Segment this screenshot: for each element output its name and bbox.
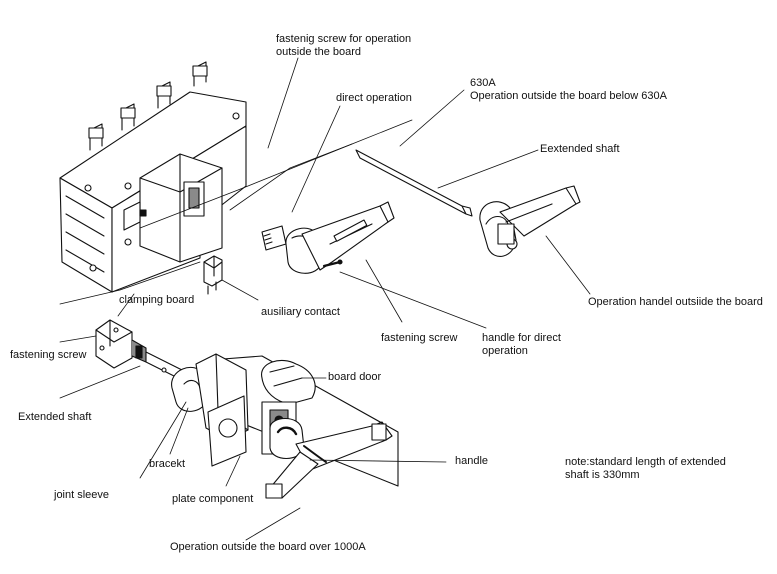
label-fastening-screw-outside: fastenig screw for operation outside the…: [276, 33, 411, 59]
label-fastening-screw-left: fastening screw: [10, 349, 87, 361]
label-operation-below-630a-text: Operation outside the board below 630A: [470, 90, 667, 102]
label-handle-direct-operation: handle for direct operation: [482, 332, 561, 358]
label-fastening-screw-outside-line1: fastenig screw for operation: [276, 33, 412, 45]
label-fastening-screw-middle: fastening screw: [381, 332, 458, 344]
note-standard-length: note:standard length of extended shaft i…: [565, 456, 726, 482]
label-direct-operation: direct operation: [336, 92, 412, 104]
label-board-door: board door: [328, 371, 382, 383]
label-operation-over-1000a: Operation outside the board over 1000A: [170, 541, 366, 553]
large-handle: [265, 421, 393, 499]
label-handle-direct-operation-line1: handle for direct: [482, 332, 561, 344]
label-extended-shaft-top: Eextended shaft: [540, 143, 620, 155]
extended-shaft-top: [355, 149, 473, 217]
label-operation-handle-outside: Operation handel outsiide the board: [588, 296, 763, 308]
switch-body: [59, 61, 247, 293]
auxiliary-contact-part: [203, 255, 223, 295]
label-630a: 630A: [470, 77, 496, 89]
label-clamping-board: clamping board: [119, 294, 195, 306]
label-auxiliary-contact: ausiliary contact: [261, 306, 340, 318]
clamping-board-part: [95, 319, 147, 369]
label-extended-shaft-left: Extended shaft: [18, 411, 92, 423]
note-line2: shaft is 330mm: [565, 469, 640, 481]
note-line1: note:standard length of extended: [565, 456, 726, 468]
label-fastening-screw-outside-line2: outside the board: [276, 46, 362, 58]
door-assembly: [171, 353, 399, 487]
label-operation-below-630a: 630A Operation outside the board below 6…: [470, 77, 667, 103]
label-handle-direct-operation-line2: operation: [482, 345, 528, 357]
terminals: [88, 61, 208, 151]
label-handle: handle: [455, 455, 489, 467]
label-joint-sleeve: joint sleeve: [54, 489, 110, 501]
direct-operation-handle: [261, 201, 395, 274]
leader-lines: [59, 57, 591, 541]
outside-handle: [479, 185, 581, 257]
label-bracket: bracekt: [149, 458, 186, 470]
label-plate-component: plate component: [172, 493, 254, 505]
